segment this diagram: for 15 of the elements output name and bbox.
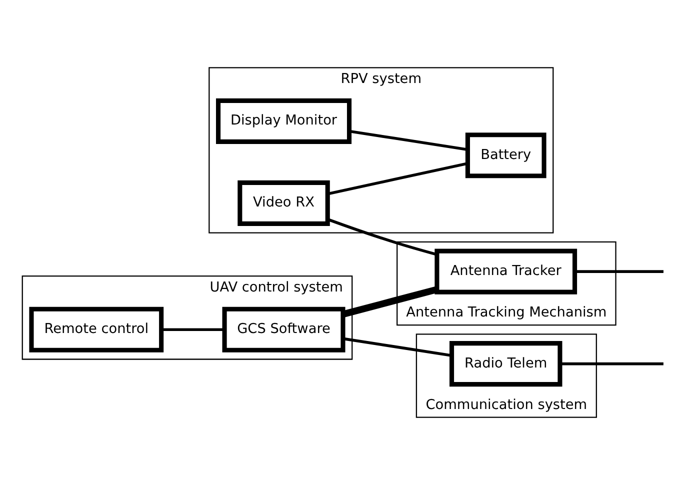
connector (162, 328, 224, 332)
connector (349, 130, 468, 152)
connector (342, 286, 438, 318)
connector (560, 362, 664, 366)
connector (328, 162, 468, 196)
node-box: Antenna Tracker (434, 248, 578, 294)
node-box: Video RX (238, 180, 330, 226)
node-box: GCS Software (222, 306, 346, 352)
node-box: Battery (465, 132, 546, 178)
connector (327, 218, 438, 256)
connector (574, 270, 664, 273)
connector (343, 337, 452, 357)
node-box: Display Monitor (216, 98, 352, 144)
node-box: Remote control (29, 306, 164, 352)
node-box: Radio Telem (449, 341, 562, 387)
